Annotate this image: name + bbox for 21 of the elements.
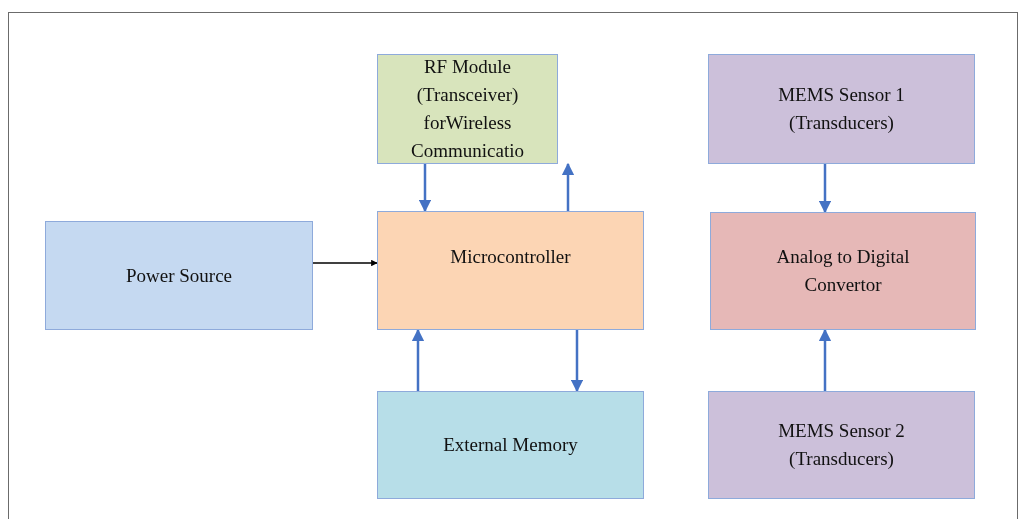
arrow <box>818 164 832 214</box>
box-label: MEMS Sensor 1 (Transducers) <box>777 83 906 135</box>
memory-box <box>377 391 644 499</box>
power-box <box>45 221 313 330</box>
arrow <box>312 259 378 267</box>
module-box <box>377 54 558 164</box>
controller-box <box>377 211 644 330</box>
arrow <box>418 164 432 213</box>
box-label: Microcontroller <box>449 244 572 269</box>
arrow <box>570 330 584 393</box>
sensor-box <box>708 54 975 164</box>
box-label: Power Source <box>124 263 234 288</box>
box-label: External Memory <box>442 433 579 457</box>
sensor-box <box>708 391 975 499</box>
converter-box <box>710 212 976 330</box>
arrow <box>561 162 575 211</box>
box-label: MEMS Sensor 2 (Transducers) <box>777 419 906 471</box>
box-label: RF Module (Transceiver) forWireless Communicatio <box>410 55 525 163</box>
box-label: Analog to Digital Convertor <box>775 245 911 297</box>
arrow <box>818 328 832 391</box>
arrow <box>411 328 425 391</box>
